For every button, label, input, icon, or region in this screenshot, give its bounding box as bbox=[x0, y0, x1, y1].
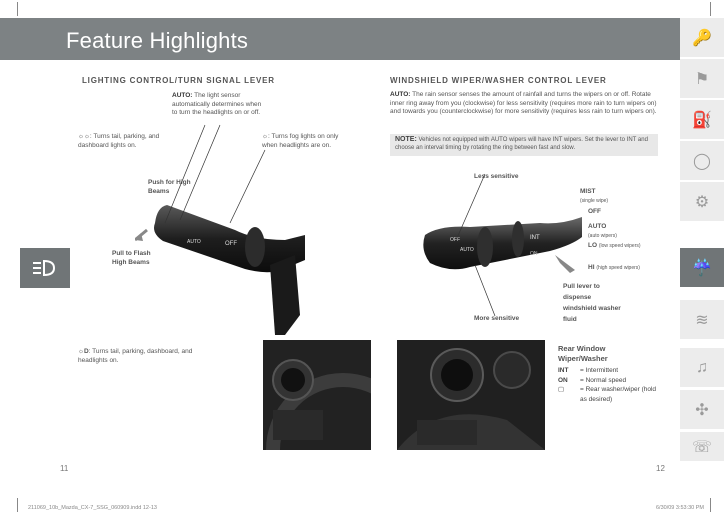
steering-column-photo-right bbox=[397, 340, 545, 450]
lighting-auto-label: AUTO: bbox=[172, 92, 193, 99]
tab-climate[interactable]: ≋ bbox=[680, 300, 724, 340]
parking-light-icon: ☼☼ bbox=[78, 133, 90, 140]
key-icon: 🔑 bbox=[692, 29, 712, 47]
footer-file: 211069_10b_Mazda_CX-7_SSG_060909.indd 12… bbox=[28, 505, 157, 511]
section-tabs: 🔑 ⚑ ⛽ ◯ ⚙ ☔ ≋ ♫ ✣ ☏ bbox=[680, 18, 724, 462]
svg-text:OFF: OFF bbox=[450, 237, 460, 243]
mist-label: MIST(single wipe) bbox=[580, 188, 609, 204]
wiper-stalk-illustration: OFF INT ON AUTO bbox=[423, 217, 582, 273]
svg-text:AUTO: AUTO bbox=[187, 239, 201, 245]
wiper-note: NOTE: Vehicles not equipped with AUTO wi… bbox=[390, 134, 658, 156]
tab-seat[interactable]: ⚑ bbox=[680, 59, 724, 99]
rear-washer-icon: ▢ bbox=[558, 386, 565, 393]
more-sensitive-label: More sensitive bbox=[474, 315, 520, 322]
headlight-text: : Turns tail, parking, dashboard, and he… bbox=[78, 348, 193, 364]
music-icon: ♫ bbox=[696, 358, 708, 376]
engine-icon: ⚙ bbox=[694, 193, 710, 211]
wiper-auto-label: AUTO: bbox=[390, 91, 411, 98]
hi-label: HI (high speed wipers) bbox=[588, 264, 640, 271]
headlight-icon bbox=[33, 259, 56, 277]
lighting-pointer-lines bbox=[164, 124, 266, 224]
seat-icon: ⚑ bbox=[694, 70, 710, 88]
tab-music[interactable]: ♫ bbox=[680, 348, 724, 388]
tab-key[interactable]: 🔑 bbox=[680, 18, 724, 58]
lighting-stalk-illustration: OFF AUTO bbox=[135, 205, 305, 335]
wiper-pointer-lines bbox=[456, 173, 496, 317]
page-number-right: 12 bbox=[656, 464, 665, 473]
pull-lever-label: Pull lever to dispense windshield washer… bbox=[563, 283, 621, 323]
steering-column-photo-left bbox=[263, 340, 371, 450]
parking-desc: ☼☼: Turns tail, parking, and dashboard l… bbox=[78, 133, 178, 150]
tab-fuel[interactable]: ⛽ bbox=[680, 100, 724, 140]
svg-text:OFF: OFF bbox=[225, 241, 237, 247]
wiper-heading: WINDSHIELD WIPER/WASHER CONTROL LEVER bbox=[390, 76, 607, 85]
fog-text: : Turns fog lights on only when headligh… bbox=[262, 133, 339, 149]
crop-mark bbox=[710, 498, 724, 512]
tab-lighting[interactable] bbox=[20, 248, 70, 288]
header-bar bbox=[0, 18, 680, 60]
crop-mark bbox=[4, 2, 18, 16]
lighting-heading: LIGHTING CONTROL/TURN SIGNAL LEVER bbox=[82, 76, 275, 85]
svg-text:AUTO: AUTO bbox=[460, 247, 474, 253]
fog-light-icon: ☼ bbox=[262, 133, 268, 140]
legend-row-int: INT= Intermittent bbox=[558, 367, 619, 374]
off-label: OFF bbox=[588, 208, 601, 215]
lo-label: LO (low speed wipers) bbox=[588, 242, 641, 249]
crop-mark bbox=[710, 2, 724, 16]
phone-icon: ☏ bbox=[691, 438, 712, 456]
fog-desc: ☼: Turns fog lights on only when headlig… bbox=[262, 133, 354, 150]
compass-icon: ✣ bbox=[695, 401, 709, 419]
crop-mark bbox=[4, 498, 18, 512]
less-sensitive-label: Less sensitive bbox=[474, 173, 519, 180]
tab-phone[interactable]: ☏ bbox=[680, 432, 724, 462]
tab-compass[interactable]: ✣ bbox=[680, 390, 724, 430]
rear-wiper-legend: INT= Intermittent ON= Normal speed ▢= Re… bbox=[558, 366, 678, 404]
legend-row-washer: ▢= Rear washer/wiper (hold as desired) bbox=[558, 386, 657, 403]
lighting-auto-desc: AUTO: The light sensor automatically det… bbox=[172, 92, 267, 118]
tab-engine[interactable]: ⚙ bbox=[680, 182, 724, 222]
lighting-auto-text: The light sensor automatically determine… bbox=[172, 92, 262, 116]
wiper-icon: ☔ bbox=[692, 259, 712, 277]
svg-text:INT: INT bbox=[530, 235, 540, 241]
pull-label: Pull to Flash High Beams bbox=[112, 250, 151, 266]
gauge-icon: ◯ bbox=[693, 152, 711, 170]
note-label: NOTE: bbox=[395, 136, 417, 143]
legend-row-on: ON= Normal speed bbox=[558, 376, 627, 384]
page-title: Feature Highlights bbox=[66, 28, 249, 53]
page-number-left: 11 bbox=[60, 464, 69, 473]
wiper-auto-text: The rain sensor senses the amount of rai… bbox=[390, 91, 657, 115]
svg-text:ON: ON bbox=[530, 251, 538, 257]
auto-label: AUTO(auto wipers) bbox=[588, 223, 617, 239]
parking-text: : Turns tail, parking, and dashboard lig… bbox=[78, 133, 160, 149]
climate-icon: ≋ bbox=[695, 311, 709, 329]
footer-stamp: 6/30/09 3:53:30 PM bbox=[656, 505, 705, 511]
tab-gauge[interactable]: ◯ bbox=[680, 141, 724, 181]
headlight-on-icon: ☼D bbox=[78, 348, 89, 355]
push-label: Push for High Beams bbox=[148, 179, 191, 195]
note-text: Vehicles not equipped with AUTO wipers w… bbox=[395, 137, 648, 151]
headlight-desc: ☼D: Turns tail, parking, dashboard, and … bbox=[78, 348, 208, 365]
fuel-icon: ⛽ bbox=[692, 111, 712, 129]
tab-wiper[interactable]: ☔ bbox=[680, 248, 724, 288]
wiper-auto-desc: AUTO: The rain sensor senses the amount … bbox=[390, 91, 662, 117]
